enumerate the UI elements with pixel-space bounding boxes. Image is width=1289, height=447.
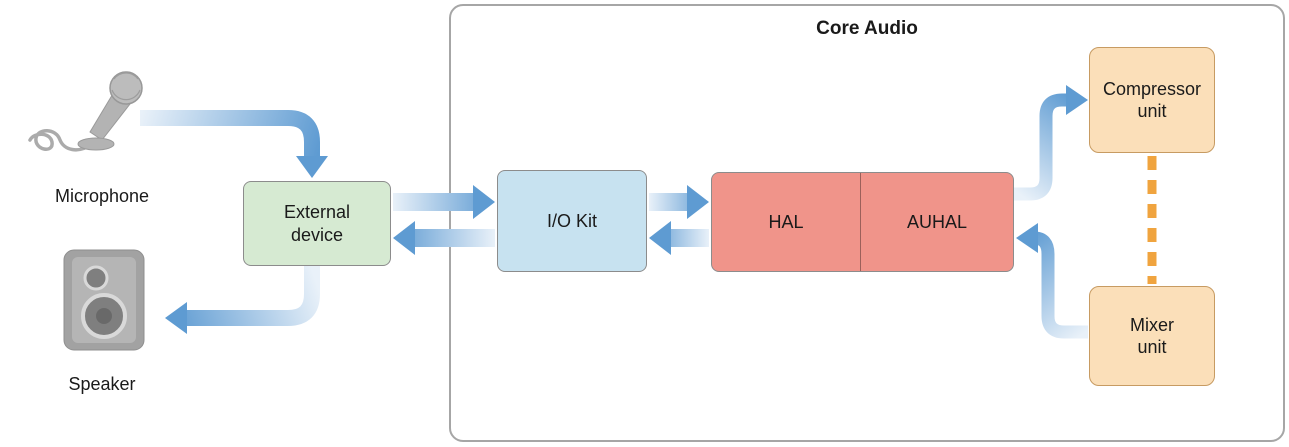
arrow-microphone-to-external-device [140,110,328,178]
node-io-kit: I/O Kit [497,170,647,272]
hal-label: HAL [768,211,804,232]
mic-base [77,137,115,151]
hal-auhal-group: HAL AUHAL [711,172,1014,272]
speaker-icon [63,249,145,351]
node-hal: HAL [712,173,862,271]
arrow-external-device-to-speaker [165,266,320,334]
core-audio-title: Core Audio [816,18,918,39]
speaker-tweeter [83,265,109,291]
speaker-label: Speaker [68,374,136,394]
mic-cable [28,129,94,152]
speaker-woofer-cap [96,308,112,324]
node-mixer-unit: Mixer unit [1089,286,1215,386]
compressor-unit-label: Compressor unit [1102,78,1202,122]
external-device-label: External device [283,202,351,245]
mic-grill [111,72,141,101]
io-kit-label: I/O Kit [546,210,597,231]
node-compressor-unit: Compressor unit [1089,47,1215,153]
node-external-device: External device [243,181,391,266]
mic-head [109,71,143,105]
mixer-unit-label: Mixer unit [1130,314,1174,358]
microphone-icon [28,71,143,152]
microphone-label: Microphone [54,186,150,206]
node-auhal: AUHAL [861,173,1013,271]
auhal-label: AUHAL [906,211,968,232]
